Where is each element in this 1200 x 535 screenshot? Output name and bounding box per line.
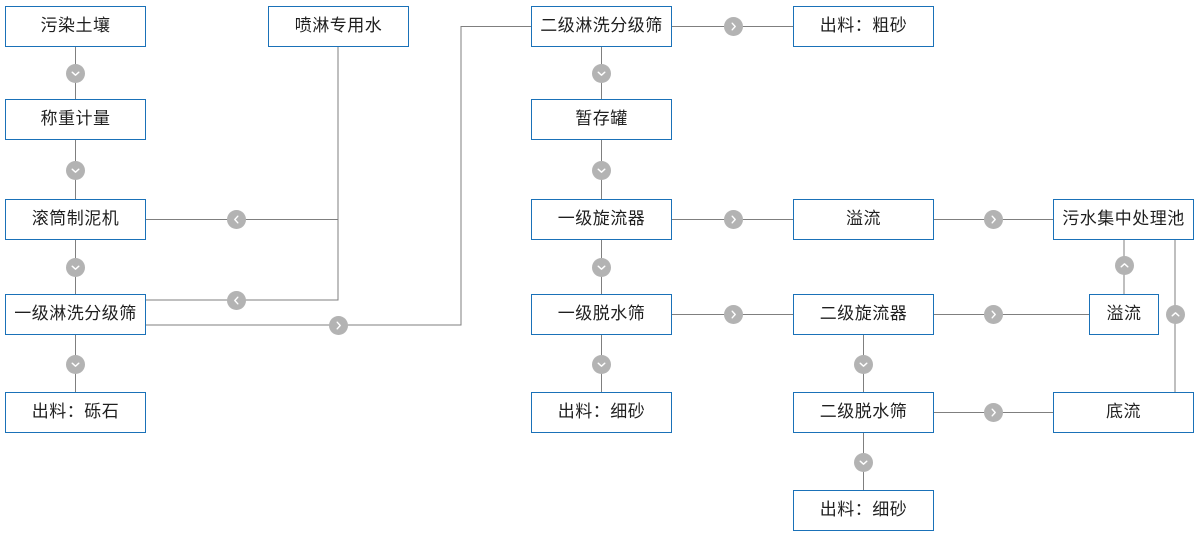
node-n5[interactable]: 出料：砾石 (5, 392, 146, 433)
node-n12[interactable]: 出料：粗砂 (793, 6, 934, 47)
edge-n4-to-n7 (146, 26, 531, 326)
node-n2[interactable]: 称重计量 (5, 99, 146, 140)
arrow-down-icon (66, 63, 85, 83)
edge-n6-to-n3 (146, 47, 339, 220)
arrow-up-icon (1165, 304, 1185, 324)
arrow-down-icon (592, 354, 611, 374)
node-n8[interactable]: 暂存罐 (531, 99, 672, 140)
node-n16[interactable]: 出料：细砂 (793, 490, 934, 531)
node-n15[interactable]: 二级脱水筛 (793, 392, 934, 433)
arrow-right-icon (723, 305, 743, 324)
node-n13[interactable]: 溢流 (793, 199, 934, 240)
arrow-down-icon (66, 257, 85, 277)
arrow-down-icon (66, 160, 85, 180)
edge-n6-to-n4 (146, 47, 339, 301)
node-n14[interactable]: 二级旋流器 (793, 294, 934, 335)
node-n11[interactable]: 出料：细砂 (531, 392, 672, 433)
node-n10[interactable]: 一级脱水筛 (531, 294, 672, 335)
arrow-left-icon (226, 290, 246, 310)
arrow-right-icon (723, 210, 743, 229)
node-n6[interactable]: 喷淋专用水 (268, 6, 409, 47)
arrow-right-icon (723, 17, 743, 36)
arrow-right-icon (983, 305, 1003, 324)
arrow-down-icon (66, 354, 85, 374)
node-n3[interactable]: 滚筒制泥机 (5, 199, 146, 240)
arrow-down-icon (854, 452, 873, 472)
arrow-right-icon (983, 403, 1003, 422)
node-n4[interactable]: 一级淋洗分级筛 (5, 294, 146, 335)
node-n18[interactable]: 溢流 (1089, 294, 1159, 335)
arrow-down-icon (592, 63, 611, 83)
arrow-right-icon (328, 315, 348, 335)
node-n1[interactable]: 污染土壤 (5, 6, 146, 47)
arrow-left-icon (226, 210, 246, 229)
node-n7[interactable]: 二级淋洗分级筛 (531, 6, 672, 47)
node-n19[interactable]: 底流 (1053, 392, 1194, 433)
arrow-up-icon (1114, 255, 1134, 275)
node-n17[interactable]: 污水集中处理池 (1053, 199, 1194, 240)
node-n9[interactable]: 一级旋流器 (531, 199, 672, 240)
arrow-down-icon (592, 257, 611, 277)
arrow-down-icon (854, 354, 873, 374)
arrow-down-icon (592, 160, 611, 180)
arrow-right-icon (983, 210, 1003, 229)
